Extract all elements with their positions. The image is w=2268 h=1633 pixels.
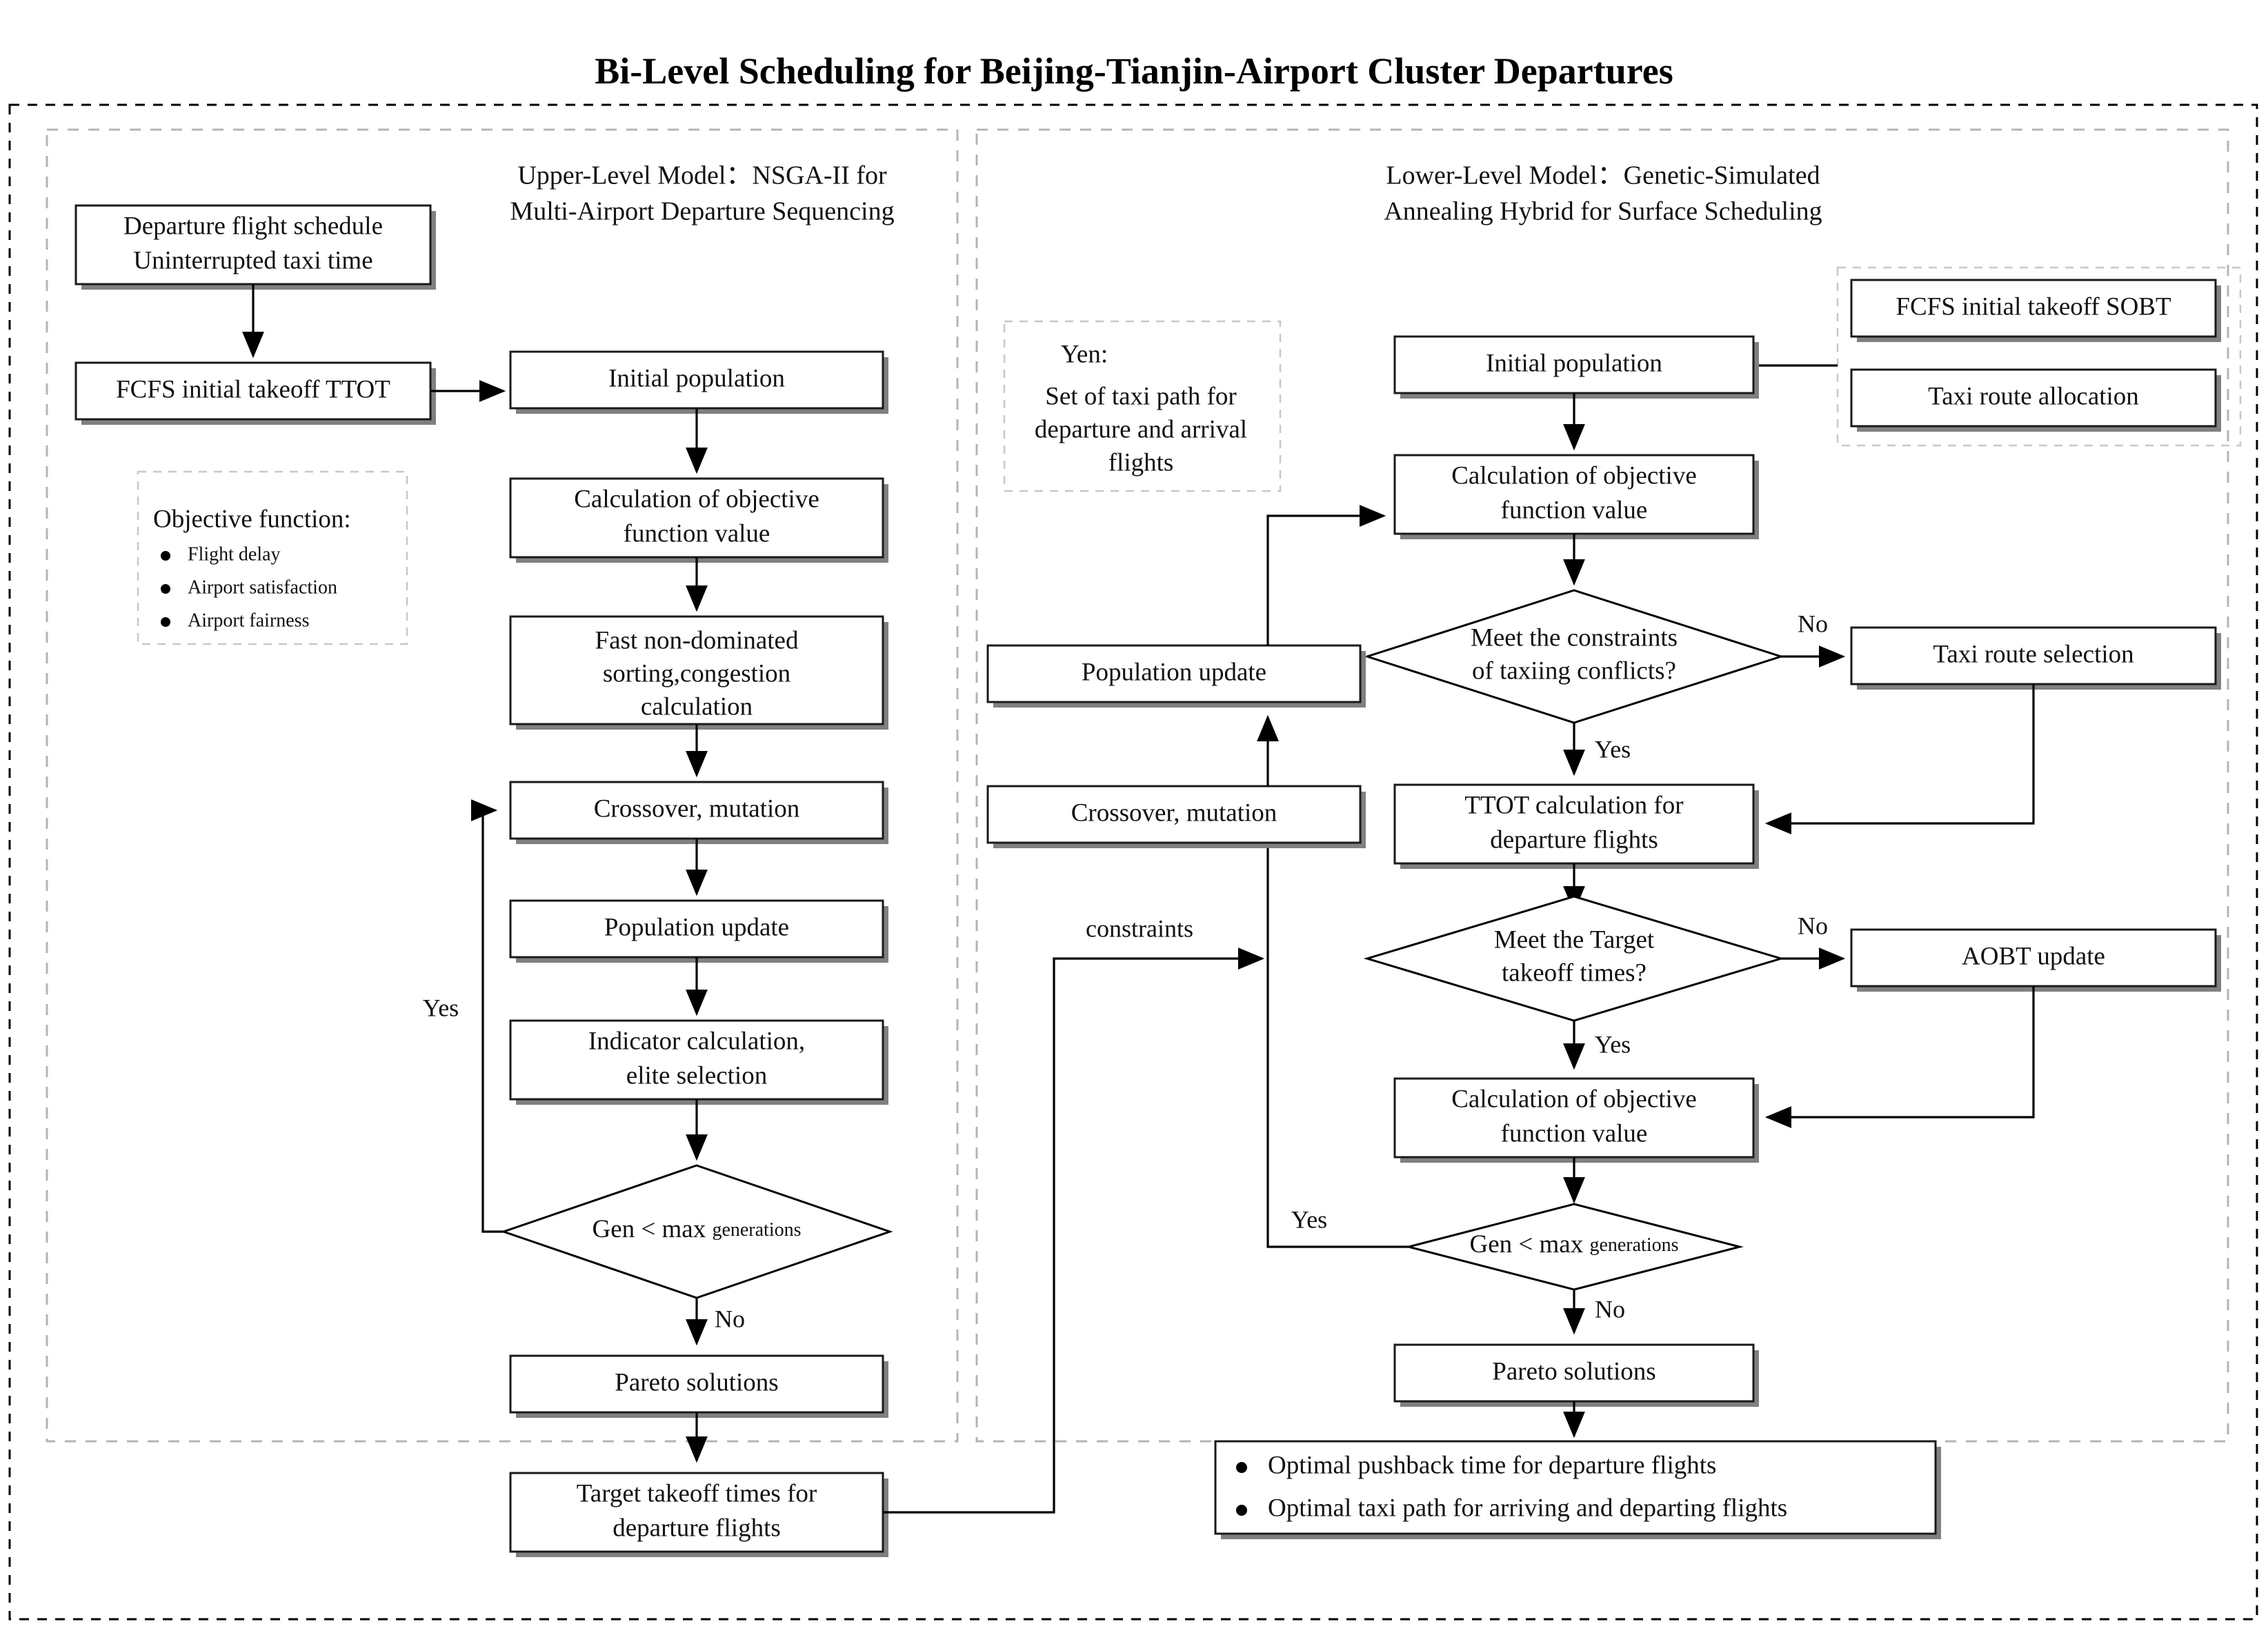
gen-check-sub-text: generations — [712, 1219, 801, 1241]
node-lower-pareto-label: Pareto solutions — [1492, 1357, 1655, 1385]
upper-level-panel-border — [46, 128, 959, 1443]
upper-panel-header-line1: Upper-Level Model：NSGA-II for — [517, 161, 887, 190]
upper-objective-item-1: Airport satisfaction — [188, 577, 337, 598]
yen-note-line2: departure and arrival — [1035, 415, 1247, 443]
node-lower-calc-obj2-line1: Calculation of objective — [1451, 1085, 1697, 1113]
node-departure-input-line2: Uninterrupted taxi time — [133, 246, 372, 274]
node-lower-calc-obj1-line1: Calculation of objective — [1451, 461, 1697, 490]
upper-panel-header-line2: Multi-Airport Departure Sequencing — [510, 197, 894, 226]
bullet-icon — [161, 617, 170, 627]
node-lower-crossover-mutation[interactable] — [986, 785, 1362, 844]
node-taxi-route-selection-label: Taxi route selection — [1933, 640, 2133, 668]
bullet-icon — [161, 551, 170, 561]
node-lower-population-update-label: Population update — [1082, 658, 1266, 686]
upper-objective-note-border — [137, 470, 408, 645]
bullet-icon — [1236, 1462, 1247, 1473]
yen-note-line1: Set of taxi path for — [1045, 382, 1236, 410]
label-constraints: constraints — [1086, 914, 1193, 942]
node-aobt-update-label: AOBT update — [1962, 942, 2105, 970]
gen-check-main-text: Gen < max — [592, 1215, 712, 1243]
node-ttot-line1: TTOT calculation for — [1464, 791, 1683, 819]
edge-target-to-constraints — [883, 948, 1265, 1514]
node-lower-output-item-1: Optimal pushback time for departure flig… — [1268, 1451, 1716, 1479]
node-ttot-line2: departure flights — [1490, 825, 1658, 854]
yen-note-line3: flights — [1108, 448, 1174, 477]
lower-inputs-note-border — [1836, 266, 2242, 447]
node-lower-population-update[interactable] — [986, 644, 1362, 703]
edge-lower-gencheck-yes-loop — [1257, 818, 1409, 1248]
page-title: Bi-Level Scheduling for Beijing-Tianjin-… — [595, 50, 1673, 92]
edge-gencheck-yes-loop — [470, 799, 504, 1233]
node-fcfs-sobt-label: FCFS initial takeoff SOBT — [1896, 292, 2171, 321]
edge-taxiselect-to-ttot — [1764, 684, 2035, 834]
node-lower-initial-population[interactable] — [1393, 335, 1755, 394]
node-lower-pareto-solutions[interactable] — [1393, 1343, 1755, 1403]
yen-note-heading: Yen: — [1061, 340, 1108, 368]
label-lower-no-1: No — [1798, 610, 1828, 637]
label-lower-yes-2: Yes — [1595, 1030, 1631, 1058]
node-fcfs-sobt[interactable] — [1850, 279, 2217, 338]
node-lower-output-item-2: Optimal taxi path for arriving and depar… — [1268, 1494, 1787, 1522]
decision-taxiing-conflicts-line1: Meet the constraints — [1471, 623, 1678, 652]
upper-objective-item-0: Flight delay — [188, 543, 281, 565]
node-sorting-line2: sorting,congestion — [603, 659, 790, 688]
label-lower-no-2: No — [1798, 912, 1828, 939]
gen-check-sub-text: generations — [1589, 1234, 1678, 1256]
node-upper-calc-objective[interactable] — [509, 477, 884, 559]
label-lower-no-3: No — [1595, 1295, 1625, 1323]
node-upper-calc-objective-line1: Calculation of objective — [574, 485, 819, 513]
gen-check-main-text: Gen < max — [1469, 1230, 1589, 1259]
node-upper-population-update-label: Population update — [604, 913, 789, 941]
label-upper-no: No — [715, 1305, 745, 1332]
node-fcfs-ttot[interactable] — [74, 361, 432, 421]
node-target-takeoff-times[interactable] — [509, 1472, 884, 1553]
decision-taxiing-conflicts-line2: of taxiing conflicts? — [1472, 657, 1676, 685]
upper-objective-heading: Objective function: — [153, 505, 351, 533]
node-fast-nondominated-sorting[interactable] — [509, 615, 884, 725]
decision-target-takeoff-line2: takeoff times? — [1502, 959, 1647, 987]
node-lower-calc-objective-1[interactable] — [1393, 454, 1755, 535]
lower-panel-header-line1: Lower-Level Model：Genetic-Simulated — [1386, 161, 1820, 190]
node-upper-crossover-mutation[interactable] — [509, 781, 884, 840]
edge-aobt-to-calcobj2 — [1764, 986, 2035, 1128]
node-upper-calc-objective-line2: function value — [624, 519, 770, 548]
node-upper-pareto-solutions[interactable] — [509, 1354, 884, 1414]
decision-target-takeoff-line1: Meet the Target — [1494, 925, 1655, 954]
label-lower-yes-3: Yes — [1291, 1205, 1327, 1233]
edge-lower-popupdate-to-calcobj1 — [1266, 505, 1386, 645]
node-taxi-route-selection[interactable] — [1850, 626, 2217, 685]
node-upper-initial-population-label: Initial population — [608, 364, 785, 392]
node-lower-calc-obj1-line2: function value — [1501, 496, 1648, 524]
upper-objective-item-2: Airport fairness — [188, 610, 310, 631]
node-upper-crossover-label: Crossover, mutation — [594, 794, 800, 823]
decision-upper-gen-check-label: Gen < max generations — [592, 1215, 801, 1243]
node-lower-outputs[interactable] — [1214, 1440, 1937, 1535]
decision-lower-gen-check-label: Gen < max generations — [1469, 1230, 1678, 1259]
outer-border — [8, 103, 2258, 1621]
node-lower-crossover-label: Crossover, mutation — [1071, 799, 1277, 827]
node-fcfs-ttot-label: FCFS initial takeoff TTOT — [116, 375, 390, 403]
node-upper-initial-population[interactable] — [509, 350, 884, 410]
label-lower-yes-1: Yes — [1595, 735, 1631, 763]
bullet-icon — [1236, 1505, 1247, 1516]
node-lower-calc-obj2-line2: function value — [1501, 1119, 1648, 1148]
node-ttot-calculation[interactable] — [1393, 783, 1755, 865]
node-target-takeoff-line2: departure flights — [613, 1514, 781, 1542]
node-departure-input-line1: Departure flight schedule — [123, 212, 383, 240]
node-lower-calc-objective-2[interactable] — [1393, 1077, 1755, 1159]
node-sorting-line1: Fast non-dominated — [595, 626, 799, 654]
label-upper-yes: Yes — [423, 994, 459, 1021]
node-taxi-route-allocation[interactable] — [1850, 368, 2217, 428]
bullet-icon — [161, 584, 170, 594]
node-lower-initial-population-label: Initial population — [1486, 349, 1662, 377]
lower-panel-header-line2: Annealing Hybrid for Surface Scheduling — [1384, 197, 1822, 226]
node-sorting-line3: calculation — [641, 692, 753, 721]
node-indicator-line2: elite selection — [626, 1061, 767, 1090]
yen-note-border — [1003, 320, 1282, 492]
node-taxi-route-allocation-label: Taxi route allocation — [1928, 382, 2139, 410]
node-upper-pareto-label: Pareto solutions — [615, 1368, 778, 1396]
node-indicator-line1: Indicator calculation, — [588, 1027, 805, 1055]
node-target-takeoff-line1: Target takeoff times for — [577, 1479, 817, 1507]
